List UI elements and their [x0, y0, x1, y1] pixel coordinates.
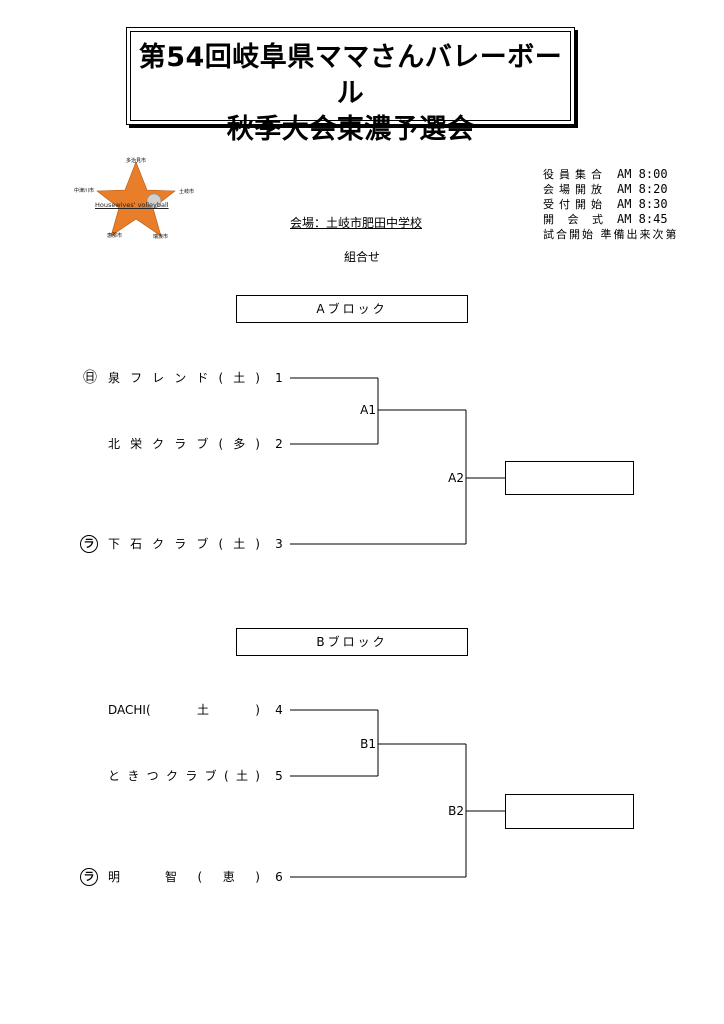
team-number: 3 [275, 537, 283, 551]
venue-label: 会場：土岐市肥田中学校 [290, 216, 423, 230]
team-name: 泉フレンド(土) [108, 371, 260, 385]
team-name: DACHI(土) [108, 703, 260, 717]
team-number: 5 [275, 769, 283, 783]
tournament-logo: 多治見市 中津川市 土岐市 恵那市 瑞浪市 Housewives' volley… [68, 155, 218, 245]
schedule-time: AM 8:45 [617, 212, 668, 226]
title-box: 第54回岐阜県ママさんバレーボール 秋季大会東濃予選会 [126, 27, 575, 145]
logo-text: Housewives' volleyball [95, 201, 169, 209]
schedule-row: 開 会 式 AM 8:45 [543, 212, 679, 227]
star-logo-icon [96, 161, 176, 237]
match-label: A1 [360, 403, 376, 417]
block-b-header: Bブロック [236, 628, 468, 656]
match-label: B2 [448, 804, 464, 818]
block-a-header: Aブロック [236, 295, 468, 323]
schedule-time: AM 8:30 [617, 197, 668, 211]
team-number: 2 [275, 437, 283, 451]
logo-city-top: 多治見市 [126, 158, 147, 164]
team-name: 下石クラブ(土) [108, 537, 260, 551]
page-subtitle: 組合せ [344, 250, 381, 264]
team-number: 4 [275, 703, 283, 717]
logo-city-bottom-left: 恵那市 [107, 233, 123, 239]
schedule-last-row: 試合開始 準備出来次第 [543, 228, 679, 241]
schedule-time: AM 8:20 [617, 182, 668, 196]
schedule-row: 受付開始 AM 8:30 [543, 197, 679, 212]
block-a-winner-box [505, 461, 634, 495]
schedule-row: 会場開放 AM 8:20 [543, 182, 679, 197]
logo-city-right: 土岐市 [179, 189, 195, 195]
seed-mark: ラ [80, 868, 98, 886]
schedule-row: 役員集合 AM 8:00 [543, 167, 679, 182]
match-label: A2 [448, 471, 464, 485]
block-b-winner-box [505, 794, 634, 829]
match-label: B1 [360, 737, 376, 751]
team-number: 6 [275, 870, 283, 884]
schedule-list: 役員集合 AM 8:00 会場開放 AM 8:20 受付開始 AM 8:30 開 会 … [543, 167, 679, 242]
logo-city-left: 中津川市 [74, 188, 95, 194]
team-name: 明 智(恵) [108, 870, 260, 884]
team-name: 北栄クラブ(多) [108, 437, 260, 451]
schedule-label: 会場開放 [543, 183, 607, 196]
schedule-label: 受付開始 [543, 198, 607, 211]
schedule-time: AM 8:00 [617, 167, 668, 181]
title-line-2: 秋季大会東濃予選会 [226, 114, 475, 145]
seed-mark: ㊐ [83, 370, 97, 386]
seed-mark: ラ [80, 535, 98, 553]
title-inner-frame: 第54回岐阜県ママさんバレーボール 秋季大会東濃予選会 [130, 31, 571, 145]
team-number: 1 [275, 371, 283, 385]
team-name: ときつクラブ(土) [108, 769, 260, 783]
schedule-label: 役員集合 [543, 168, 607, 181]
logo-city-bottom-right: 瑞浪市 [153, 234, 169, 240]
schedule-label: 開 会 式 [543, 213, 608, 226]
title-line-1: 第54回岐阜県ママさんバレーボール [138, 42, 563, 109]
